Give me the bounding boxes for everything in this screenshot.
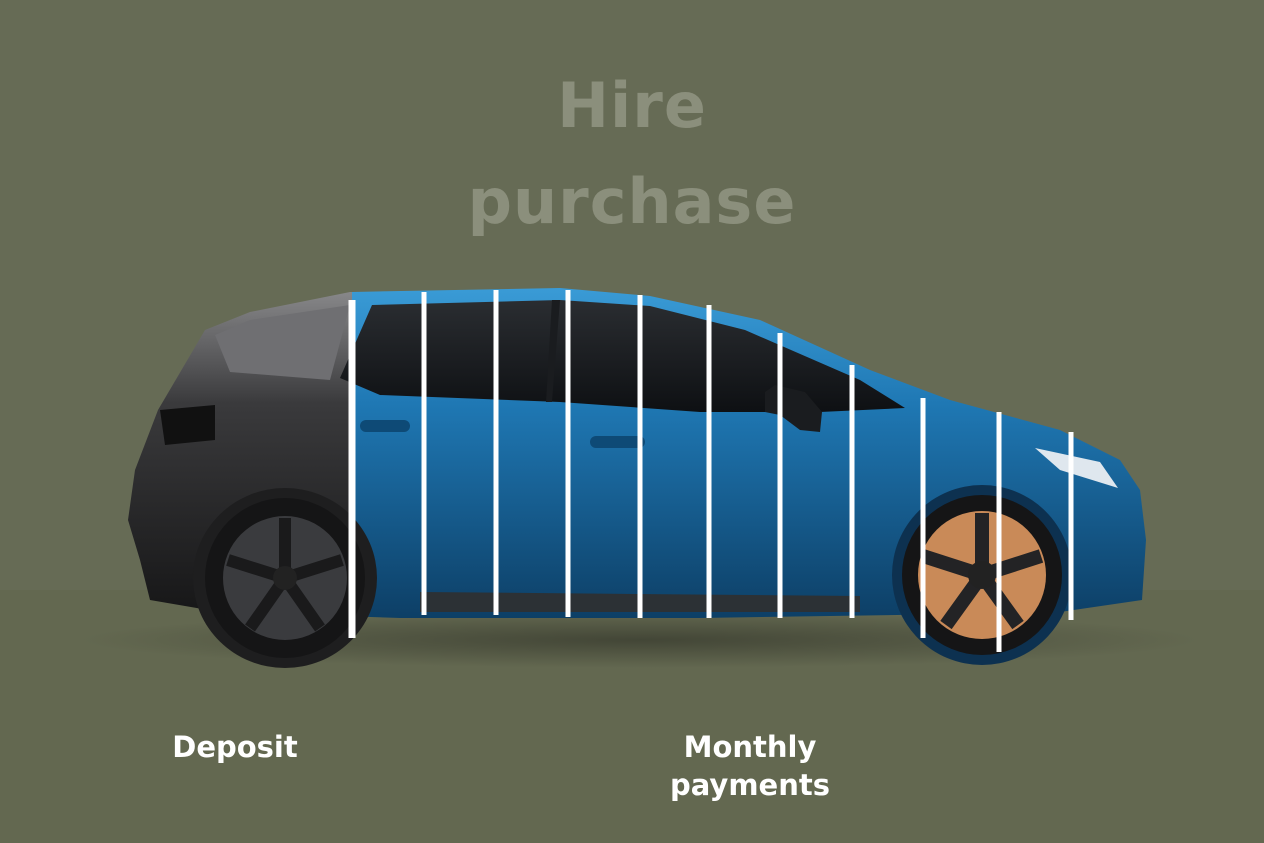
monthly-payments-label: Monthly payments: [630, 728, 870, 804]
title-line-1: Hire: [557, 69, 707, 142]
payment-dividers: [348, 290, 1074, 652]
monthly-label-line-1: Monthly: [683, 730, 817, 764]
title-line-2: purchase: [467, 165, 797, 238]
car-windows: [340, 300, 905, 412]
monthly-label-line-2: payments: [670, 768, 830, 802]
rear-wheel: [205, 498, 365, 658]
diagram-title: Hire purchase: [0, 58, 1264, 250]
front-wheel: [902, 495, 1062, 655]
deposit-label: Deposit: [172, 730, 298, 764]
